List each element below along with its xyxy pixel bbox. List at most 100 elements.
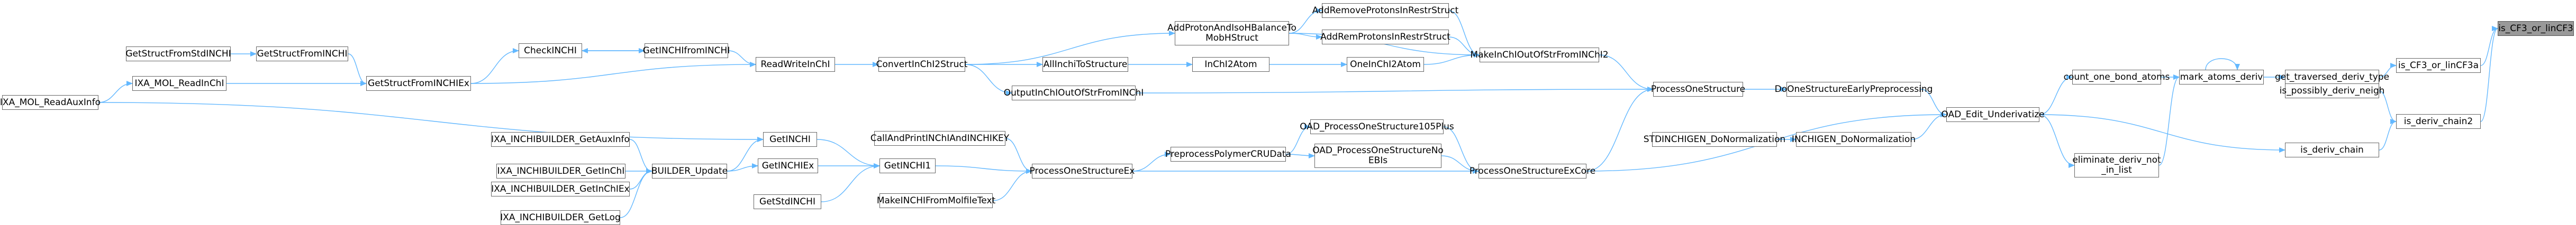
node-ixa-inchibuilder-getinchiex[interactable]: IXA_INCHIBUILDER_GetInChIEx <box>491 182 630 196</box>
node-label: AddRemProtonsInRestrStruct <box>1320 31 1450 42</box>
node-label: IXA_INCHIBUILDER_GetInChI <box>497 165 625 176</box>
node-label: ProcessOneStructureExCore <box>1469 165 1596 176</box>
node-getstdinchi[interactable]: GetStdINCHI <box>754 194 821 209</box>
node-processonestructureexcore[interactable]: ProcessOneStructureExCore <box>1470 164 1595 179</box>
node-label: GetStructFromINCHIEx <box>368 78 469 89</box>
node-label: IXA_MOL_ReadAuxInfo <box>0 97 101 108</box>
node-label: AddRemoveProtonsInRestrStruct <box>1312 5 1459 16</box>
node-getinchi1[interactable]: GetINCHI1 <box>879 158 936 173</box>
edge-ixa-inchibuilder-getauxinfo-to-builder-update <box>629 139 652 174</box>
node-checkinchi[interactable]: CheckINCHI <box>519 43 582 58</box>
node-inchi2atom[interactable]: InChI2Atom <box>1192 57 1269 72</box>
node-label: GetStdINCHI <box>759 196 815 207</box>
edge-addremoveprotonsinrestrstruct-to-makeinchioutofstrfrominchi2 <box>1448 10 1480 58</box>
node-label: get_traversed_deriv_type <box>2274 71 2390 82</box>
node-stdinchigen-donormalization[interactable]: STDINCHIGEN_DoNormalization <box>1644 132 1785 147</box>
edge-is-cf3-or-lincf3a-to-is-cf3-or-lincf3 <box>2480 26 2498 66</box>
node-label: PreprocessPolymerCRUData <box>1165 148 1291 160</box>
node-is-cf3-or-lincf3a[interactable]: is_CF3_or_linCF3a <box>2396 58 2481 73</box>
node-label: IXA_INCHIBUILDER_GetAuxInfo <box>491 134 630 145</box>
node-processonestructureex[interactable]: ProcessOneStructureEx <box>1030 164 1135 179</box>
node-label: BUILDER_Update <box>651 165 728 176</box>
node-ixa-mol-readinchi[interactable]: IXA_MOL_ReadInChI <box>132 76 226 91</box>
node-builder-update[interactable]: BUILDER_Update <box>651 164 728 179</box>
node-label: OAD_Edit_Underivatize <box>1941 109 2045 120</box>
node-ixa-inchibuilder-getauxinfo[interactable]: IXA_INCHIBUILDER_GetAuxInfo <box>491 132 630 147</box>
node-label: is_deriv_chain2 <box>2403 116 2473 127</box>
node-getstructfrominchiex[interactable]: GetStructFromINCHIEx <box>366 76 471 91</box>
node-count-one-bond-atoms[interactable]: count_one_bond_atoms <box>2064 70 2170 85</box>
call-graph: is_CF3_or_linCF3 is_CF3_or_linCF3a is_deri… <box>0 3 2574 225</box>
edge-getinchi-to-getinchi1 <box>817 139 880 168</box>
node-ixa-inchibuilder-getlog[interactable]: IXA_INCHIBUILDER_GetLog <box>500 210 621 225</box>
node-allinchitostructure[interactable]: AllInchiToStructure <box>1042 57 1128 72</box>
edge-oad-edit-underivatize-to-is-deriv-chain <box>2039 114 2285 153</box>
edge-getinchi1-to-processonestructureex <box>935 165 1032 174</box>
node-inchigen-donormalization[interactable]: INCHIGEN_DoNormalization <box>1792 132 1916 147</box>
node-is-cf3-or-lincf3[interactable]: is_CF3_or_linCF3 <box>2498 21 2574 36</box>
node-label: IXA_INCHIBUILDER_GetInChIEx <box>491 183 630 194</box>
edge-outputinchioutofstrfrominchi-to-processonestructure <box>1135 87 1654 93</box>
node-callandprintinchiandinchikey[interactable]: CallAndPrintINChIAndINCHIKEY <box>870 131 1009 146</box>
node-get-traversed-deriv-type[interactable]: get_traversed_deriv_type <box>2275 70 2389 85</box>
node-is-deriv-chain[interactable]: is_deriv_chain <box>2285 143 2379 157</box>
edge-oad-edit-underivatize-to-eliminate-deriv-not-in-list <box>2039 114 2075 168</box>
node-getinchiex[interactable]: GetINCHIEx <box>758 158 818 173</box>
edge-is-deriv-chain2-to-is-cf3-or-lincf3 <box>2480 26 2498 122</box>
node-is-possibly-deriv-neigh[interactable]: is_possibly_deriv_neigh <box>2280 83 2384 98</box>
node-convertinchi2struct[interactable]: ConvertInChI2Struct <box>876 57 967 72</box>
node-oneinchi2atom[interactable]: OneInChI2Atom <box>1347 57 1424 72</box>
node-label: is_CF3_or_linCF3 <box>2498 23 2573 34</box>
edge-makeinchioutofstrfrominchi2-to-processonestructure <box>1599 54 1654 92</box>
node-getstructfromstdinchi[interactable]: GetStructFromStdINCHI <box>125 46 231 61</box>
edge-getstructfrominchi-to-getstructfrominchiex <box>348 53 367 86</box>
edge-makeinchifrommolfiletext-to-processonestructureex <box>992 168 1032 201</box>
edge-mark-atoms-deriv-to-mark-atoms-deriv <box>2205 58 2240 70</box>
node-doonestructureearlypreprocessing[interactable]: DoOneStructureEarlyPreprocessing <box>1775 82 1933 97</box>
node-label: IXA_MOL_ReadInChI <box>134 78 224 89</box>
edge-getstdinchi-to-getinchi1 <box>821 163 880 202</box>
node-is-deriv-chain2[interactable]: is_deriv_chain2 <box>2396 114 2481 129</box>
node-label: GetStructFromStdINCHI <box>125 48 231 59</box>
node-readwriteinchi[interactable]: ReadWriteInChI <box>756 57 835 72</box>
node-eliminate-deriv-not-in-list[interactable]: eliminate_deriv_not_in_list <box>2072 153 2161 177</box>
node-makeinchifrommolfiletext[interactable]: MakeINCHIFromMolfileText <box>877 193 995 208</box>
node-mark-atoms-deriv[interactable]: mark_atoms_deriv <box>2179 70 2264 85</box>
edge-is-deriv-chain-to-is-deriv-chain2 <box>2379 119 2397 151</box>
node-getstructfrominchi[interactable]: GetStructFromINCHI <box>256 46 348 61</box>
node-label: GetINCHIEx <box>761 160 814 171</box>
node-label: INCHIGEN_DoNormalization <box>1791 134 1916 145</box>
edge-getstructfrominchiex-to-readwriteinchi <box>470 62 756 84</box>
edge-ixa-mol-readauxinfo-to-getinchi <box>98 102 764 142</box>
node-label: is_CF3_or_linCF3a <box>2398 60 2479 71</box>
node-label: GetStructFromINCHI <box>257 48 348 59</box>
node-label: mark_atoms_deriv <box>2180 71 2263 82</box>
node-makeinchioutofstrfrominchi2[interactable]: MakeInChIOutOfStrFromINChI2 <box>1470 48 1609 62</box>
node-ixa-inchibuilder-getinchi[interactable]: IXA_INCHIBUILDER_GetInChI <box>496 164 625 179</box>
node-getinchi[interactable]: GetINCHI <box>763 132 817 147</box>
node-oad-edit-underivatize[interactable]: OAD_Edit_Underivatize <box>1941 107 2045 122</box>
node-label: eliminate_deriv_not <box>2072 155 2161 165</box>
edge-ixa-inchibuilder-getinchiex-to-builder-update <box>629 168 652 190</box>
edge-addprotonandisohbalancetomobhstruct-to-addremprotonsinrestrstruct <box>1289 33 1322 40</box>
edge-processonestructureexcore-to-processonestructure <box>1586 87 1654 172</box>
node-label: AllInchiToStructure <box>1043 59 1128 70</box>
node-label: _in_list <box>2101 165 2132 175</box>
node-ixa-mol-readauxinfo[interactable]: IXA_MOL_ReadAuxInfo <box>0 95 101 110</box>
edge-oad-processonestructure105plus-to-processonestructureexcore <box>1443 126 1479 174</box>
node-addremoveprotonsinrestrstruct[interactable]: AddRemoveProtonsInRestrStruct <box>1312 3 1458 18</box>
node-addremprotonsinrestrstruct[interactable]: AddRemProtonsInRestrStruct <box>1320 30 1450 44</box>
node-processonestructure[interactable]: ProcessOneStructure <box>1651 82 1745 97</box>
node-preprocesspolymercrudata[interactable]: PreprocessPolymerCRUData <box>1165 147 1291 162</box>
node-label: DoOneStructureEarlyPreprocessing <box>1774 83 1933 95</box>
node-label: GetINCHI <box>769 134 811 145</box>
node-outputinchioutofstrfrominchi[interactable]: OutputInChIOutOfStrFromINChI <box>1004 86 1144 100</box>
node-label: CallAndPrintINChIAndINCHIKEY <box>870 133 1010 144</box>
node-label: OneInChI2Atom <box>1350 59 1421 70</box>
node-getinchifrominchi[interactable]: GetINCHIfromINCHI <box>643 43 730 58</box>
node-label: is_deriv_chain <box>2300 144 2364 155</box>
node-label: EBIs <box>1368 155 1388 166</box>
node-oad-processonestructure105plus[interactable]: OAD_ProcessOneStructure105Plus <box>1300 119 1454 134</box>
